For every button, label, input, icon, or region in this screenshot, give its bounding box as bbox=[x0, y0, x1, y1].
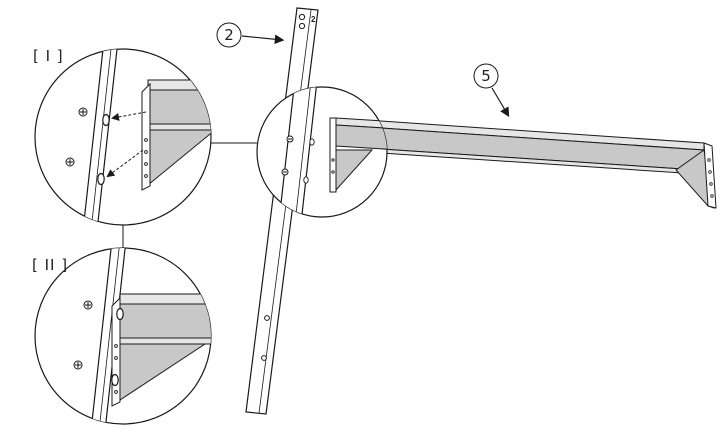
shelf-beam bbox=[335, 117, 717, 209]
callout-number-beam: 5 bbox=[481, 67, 491, 85]
callout-shelf-beam: 5 bbox=[473, 63, 510, 118]
callout-upright-post: 2 bbox=[216, 22, 285, 48]
detail-circle-junction bbox=[256, 86, 388, 218]
beam-right-end-plate bbox=[703, 142, 717, 209]
callout-arrow-post bbox=[241, 34, 285, 45]
step-label-one: [ I ] bbox=[33, 47, 64, 65]
post-marking: 2 bbox=[311, 15, 316, 24]
step-label-two: [ II ] bbox=[32, 256, 68, 274]
detail-view-step-two bbox=[34, 247, 212, 425]
insertion-arrow-upper bbox=[111, 111, 147, 121]
callout-arrow-beam bbox=[491, 87, 510, 118]
detail-view-step-one bbox=[34, 48, 212, 226]
post-fold-line bbox=[258, 9, 312, 414]
insertion-arrow-lower bbox=[106, 149, 144, 178]
callout-number-post: 2 bbox=[224, 26, 234, 44]
